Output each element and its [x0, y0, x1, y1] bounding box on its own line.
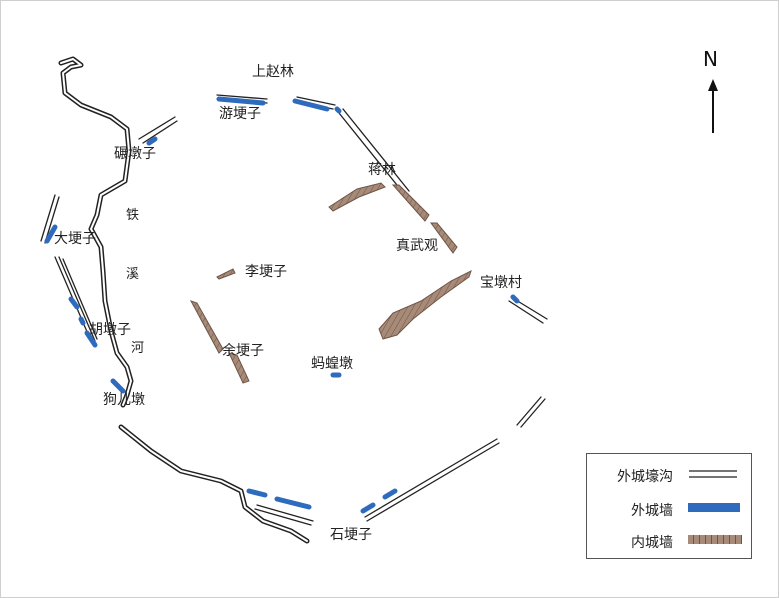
inner-wall [189, 182, 472, 384]
place-label: 真武观 [396, 238, 438, 254]
north-arrow-icon [708, 79, 718, 133]
tiexi-river [58, 56, 310, 544]
place-label: 大埂子 [54, 231, 96, 247]
north-label: N [703, 47, 718, 71]
place-label: 游埂子 [219, 106, 261, 122]
legend-item-outer-wall: 外城墙 [587, 496, 751, 520]
place-label: 李埂子 [245, 264, 287, 280]
legend: 外城壕沟 外城墙 内城墙 [586, 453, 752, 559]
river-label: 铁 [126, 208, 140, 223]
legend-label: 内城墙 [631, 535, 673, 551]
legend-label: 外城墙 [631, 503, 673, 519]
river-label: 溪 [126, 267, 140, 282]
place-label: 碾墩子 [114, 146, 156, 162]
river-label: 河 [131, 341, 145, 356]
place-label: 蚂蝗墩 [311, 356, 353, 372]
legend-item-inner-wall: 内城墙 [587, 528, 751, 552]
place-label: 胡墩子 [89, 322, 131, 338]
moat-symbol-icon [689, 470, 737, 478]
place-label: 石埂子 [330, 527, 372, 543]
legend-label: 外城壕沟 [617, 469, 673, 485]
place-label: 上赵林 [252, 64, 294, 80]
outer-wall-symbol-icon [688, 503, 740, 512]
place-label: 余埂子 [222, 343, 264, 359]
place-label: 蒋林 [368, 162, 396, 178]
legend-item-moat: 外城壕沟 [587, 462, 751, 486]
place-label: 宝墩村 [480, 275, 522, 291]
inner-wall-symbol-icon [688, 535, 742, 544]
place-label: 狗儿墩 [103, 392, 145, 408]
outer-wall [44, 96, 520, 514]
